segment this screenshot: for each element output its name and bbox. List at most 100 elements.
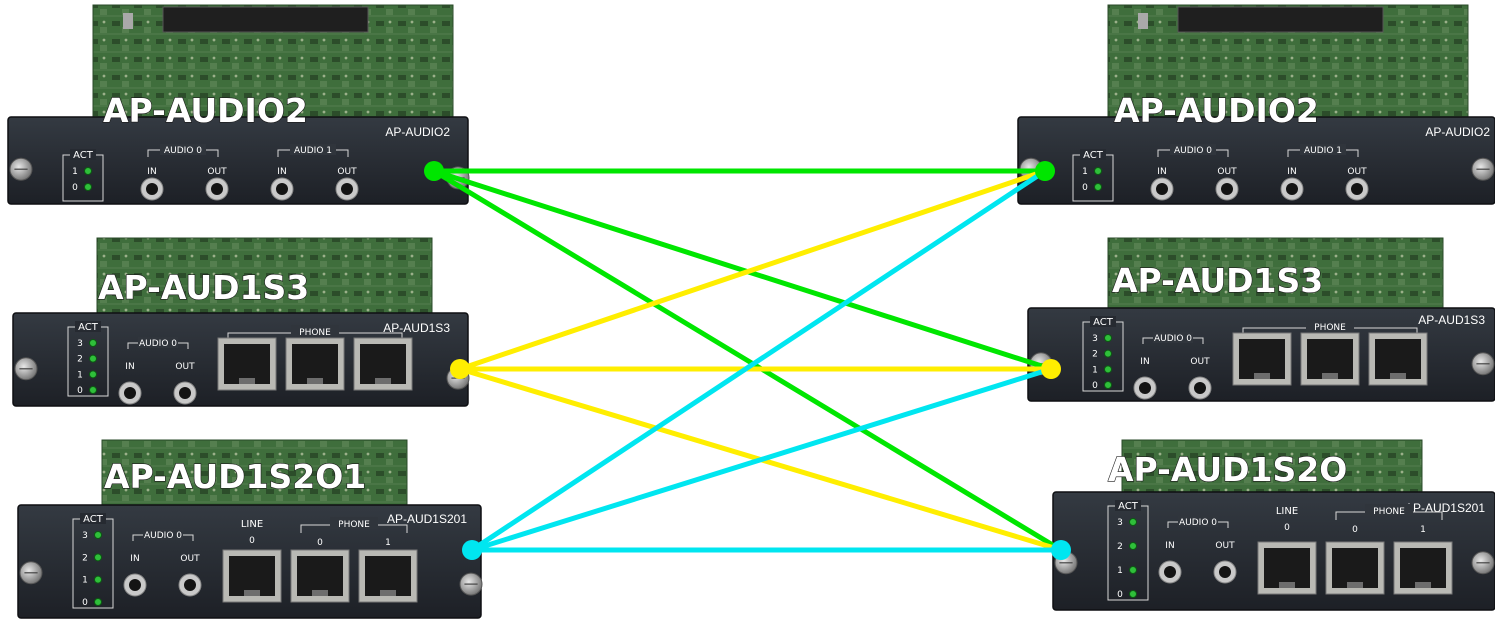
left-aud1s3-audio-label: AUDIO 0 [139, 339, 177, 349]
right-card-aud1s2o1: AP-AUD1S201 ACT 3 2 1 0 AUDIO 0 IN OUT LINE 0 PHONE… [1052, 439, 1495, 611]
right-aud1s2o1-line-label: LINE [1276, 506, 1298, 517]
right-aud1s2o1-endpoint-dot [1051, 540, 1071, 560]
left-audio2-group-label: AUDIO 1 [294, 146, 332, 156]
left-aud1s2o1-phone-port-label: 1 [385, 538, 391, 548]
right-aud1s3-audio-label: AUDIO 0 [1154, 334, 1192, 344]
left-aud1s3-led-label: 0 [77, 386, 83, 396]
left-aud1s2o1-led [94, 553, 102, 562]
right-aud1s3-led-label: 1 [1092, 365, 1098, 375]
left-aud1s2o1-act-label: ACT [83, 514, 104, 525]
left-aud1s3-pcb [96, 237, 433, 317]
right-audio2-led-label: 1 [1082, 167, 1088, 177]
left-aud1s3-big-label: AP-AUD1S3 [98, 268, 309, 307]
right-audio2-model-text: AP-AUDIO2 [1425, 125, 1490, 139]
left-aud1s2o1-audio-label: AUDIO 0 [144, 531, 182, 541]
right-aud1s3-act-label: ACT [1093, 317, 1114, 328]
left-aud1s3-audio-port-label: OUT [175, 362, 195, 372]
left-audio2-endpoint-dot [424, 161, 444, 181]
left-aud1s2o1-led [94, 531, 102, 539]
right-aud1s3-led-label: 2 [1092, 350, 1098, 360]
right-aud1s2o1-big-label: AP-AUD1S2O [1108, 450, 1347, 489]
right-aud1s2o1-audio-port-label: IN [1165, 541, 1174, 551]
right-aud1s2o1-led [1129, 518, 1137, 526]
right-aud1s2o1-led-label: 0 [1117, 590, 1123, 600]
left-aud1s2o1-led [94, 575, 102, 584]
left-aud1s3-led [89, 370, 97, 379]
left-aud1s3-model-text: AP-AUD1S3 [383, 321, 450, 335]
right-audio2-port-label: IN [1157, 167, 1166, 177]
right-audio2-big-label: AP-AUDIO2 [1114, 91, 1319, 130]
left-aud1s2o1-led-label: 0 [82, 598, 88, 608]
right-aud1s3-led [1104, 334, 1112, 342]
right-audio2-led [1094, 167, 1102, 175]
right-aud1s2o1-phone-port-label: 1 [1420, 525, 1426, 535]
right-aud1s2o1-act-label: ACT [1118, 501, 1139, 512]
left-audio2-port-label: OUT [337, 167, 357, 177]
left-aud1s3-led [89, 339, 97, 347]
link-audio2-to-aud1s2o1 [431, 168, 1064, 553]
right-aud1s2o1-led-label: 2 [1117, 542, 1123, 552]
left-aud1s2o1-line-label: LINE [241, 519, 263, 530]
right-aud1s2o1-led [1129, 590, 1137, 598]
left-audio2-model-text: AP-AUDIO2 [385, 125, 450, 139]
left-audio2-port-label: IN [147, 167, 156, 177]
right-aud1s2o1-model-text: AP-AUD1S201 [1405, 501, 1485, 515]
right-aud1s2o1-phone-label: PHONE [1373, 507, 1405, 517]
right-audio2-act-label: ACT [1083, 150, 1104, 161]
right-audio2-led [1094, 183, 1102, 191]
link-audio2-to-aud1s3 [431, 168, 1054, 372]
left-aud1s2o1-pcb [101, 439, 408, 508]
right-aud1s2o1-led-label: 3 [1117, 518, 1123, 528]
left-audio2-port-label: OUT [207, 167, 227, 177]
right-audio2-faceplate [1017, 116, 1495, 205]
right-audio2-led-label: 0 [1082, 183, 1088, 193]
right-aud1s3-led-label: 3 [1092, 334, 1098, 344]
left-aud1s2o1-big-label: AP-AUD1S2O1 [104, 457, 366, 496]
right-aud1s3-audio-port-label: OUT [1190, 357, 1210, 367]
card-labels: AP-AUDIO2AP-AUD1S3AP-AUD1S2O1AP-AUDIO2AP… [97, 90, 1348, 496]
right-aud1s3-phone-label: PHONE [1314, 323, 1346, 333]
left-aud1s3-led-label: 2 [77, 355, 83, 365]
left-aud1s2o1-led-label: 2 [82, 553, 88, 563]
left-audio2-led [84, 167, 92, 175]
left-aud1s3-audio-port-label: IN [125, 362, 134, 372]
left-aud1s2o1-phone-port-label: 0 [317, 538, 323, 548]
right-audio2-group-label: AUDIO 0 [1174, 146, 1212, 156]
right-audio2-endpoint-dot [1035, 161, 1055, 181]
left-audio2-port-label: IN [277, 167, 286, 177]
left-aud1s3-led [89, 386, 97, 394]
right-aud1s3-model-text: AP-AUD1S3 [1418, 313, 1485, 327]
right-aud1s3-audio-port-label: IN [1140, 357, 1149, 367]
right-aud1s3-led [1104, 381, 1112, 389]
right-aud1s2o1-audio-port-label: OUT [1215, 541, 1235, 551]
right-audio2-edge-connector [1177, 6, 1384, 33]
link-aud1s3-to-audio2 [457, 168, 1048, 372]
left-aud1s2o1-audio-port-label: OUT [180, 554, 200, 564]
connection-lines [424, 161, 1071, 560]
right-aud1s3-endpoint-dot [1041, 359, 1061, 379]
right-aud1s3-pcb [1107, 237, 1444, 312]
left-aud1s2o1-model-text: AP-AUD1S201 [387, 512, 467, 526]
right-aud1s2o1-audio-label: AUDIO 0 [1179, 518, 1217, 528]
link-aud1s2o1-to-aud1s3 [469, 366, 1054, 553]
left-aud1s3-phone-label: PHONE [299, 328, 331, 338]
left-audio2-big-label: AP-AUDIO2 [103, 91, 308, 130]
left-aud1s3-led-label: 3 [77, 339, 83, 349]
right-audio2-group-label: AUDIO 1 [1304, 146, 1342, 156]
left-aud1s3-led-label: 1 [77, 370, 83, 380]
left-audio2-led [84, 183, 92, 191]
right-aud1s2o1-led [1129, 542, 1137, 550]
left-aud1s2o1-phone-label: PHONE [338, 520, 370, 530]
left-audio2-led-label: 1 [72, 167, 78, 177]
right-aud1s3-led [1104, 349, 1112, 358]
left-aud1s3-led [89, 354, 97, 363]
left-audio2-led-label: 0 [72, 183, 78, 193]
right-aud1s2o1-line-port-label: 0 [1284, 523, 1290, 533]
